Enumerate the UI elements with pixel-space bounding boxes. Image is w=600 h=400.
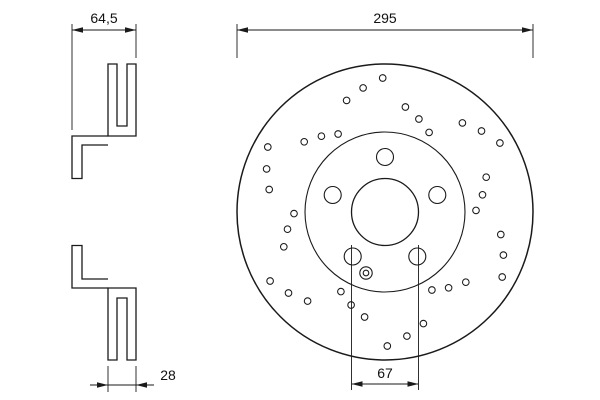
disc-outer-edge <box>236 63 534 361</box>
dim-label-outer-diameter: 295 <box>373 10 397 26</box>
dim-label-center-bore: 67 <box>377 365 393 381</box>
arrowhead <box>97 382 108 388</box>
drilled-hole <box>461 278 470 287</box>
section-view <box>71 63 137 361</box>
hat-boundary-circle <box>304 131 466 293</box>
arrowhead <box>522 27 533 33</box>
arrowhead <box>237 27 248 33</box>
front-view <box>236 63 534 361</box>
drilled-hole <box>478 190 487 199</box>
drilled-hole <box>290 209 298 218</box>
drilled-hole <box>401 103 410 111</box>
friction-ring-section-top <box>107 63 137 137</box>
drilled-hole <box>496 230 505 239</box>
drilled-hole <box>265 185 274 194</box>
arrowhead <box>351 381 363 387</box>
drill-hole-pattern <box>262 74 508 350</box>
drilled-hole <box>263 143 272 151</box>
drilled-hole <box>482 173 491 182</box>
arrowhead <box>136 382 147 388</box>
drilled-hole <box>337 287 345 296</box>
drilled-hole <box>499 251 508 259</box>
dim-outer-diameter: 295 <box>236 10 534 58</box>
lug-hole <box>343 247 362 266</box>
drilled-hole <box>458 119 467 127</box>
drilled-hole <box>415 115 423 123</box>
drilled-hole <box>472 206 480 215</box>
drilled-hole <box>496 139 504 147</box>
drilled-hole <box>428 286 436 294</box>
arrowhead <box>125 27 136 33</box>
hat-section-bottom <box>71 244 108 289</box>
set-screw-hole-outer <box>359 266 373 280</box>
set-screw-hole-inner <box>362 269 370 277</box>
lug-hole <box>375 147 395 167</box>
drilled-hole <box>317 132 326 141</box>
arrowhead <box>72 27 83 33</box>
drilled-hole <box>359 84 367 92</box>
drilled-hole <box>360 313 369 321</box>
center-bore <box>350 177 420 247</box>
lug-hole <box>408 247 427 266</box>
drilled-hole <box>419 319 428 328</box>
dim-section-width: 64,5 <box>71 10 137 130</box>
drilled-hole <box>266 277 274 285</box>
lug-hole <box>428 185 447 205</box>
drilled-hole <box>262 165 271 173</box>
drilled-hole <box>300 137 309 146</box>
drilled-hole <box>342 96 351 105</box>
dim-center-bore: 67 <box>351 245 419 390</box>
drilled-hole <box>444 283 453 292</box>
friction-ring-section-bottom <box>107 287 137 361</box>
drilled-hole <box>284 289 293 297</box>
arrowhead <box>407 381 419 387</box>
drilled-hole <box>303 297 312 305</box>
dim-disc-thickness: 28 <box>90 366 176 392</box>
drilled-hole <box>378 74 387 82</box>
drilled-hole <box>498 273 507 281</box>
drilled-hole <box>283 225 292 234</box>
hat-section-top <box>71 135 108 180</box>
drilled-hole <box>334 130 342 138</box>
lug-hole <box>323 185 342 205</box>
dim-label-section-width: 64,5 <box>90 10 117 26</box>
drilled-hole <box>383 342 392 350</box>
drilled-hole <box>425 128 433 137</box>
drilled-hole <box>279 242 288 251</box>
drilled-hole <box>403 332 411 340</box>
dim-label-disc-thickness: 28 <box>160 367 176 383</box>
drilled-hole <box>477 127 486 135</box>
